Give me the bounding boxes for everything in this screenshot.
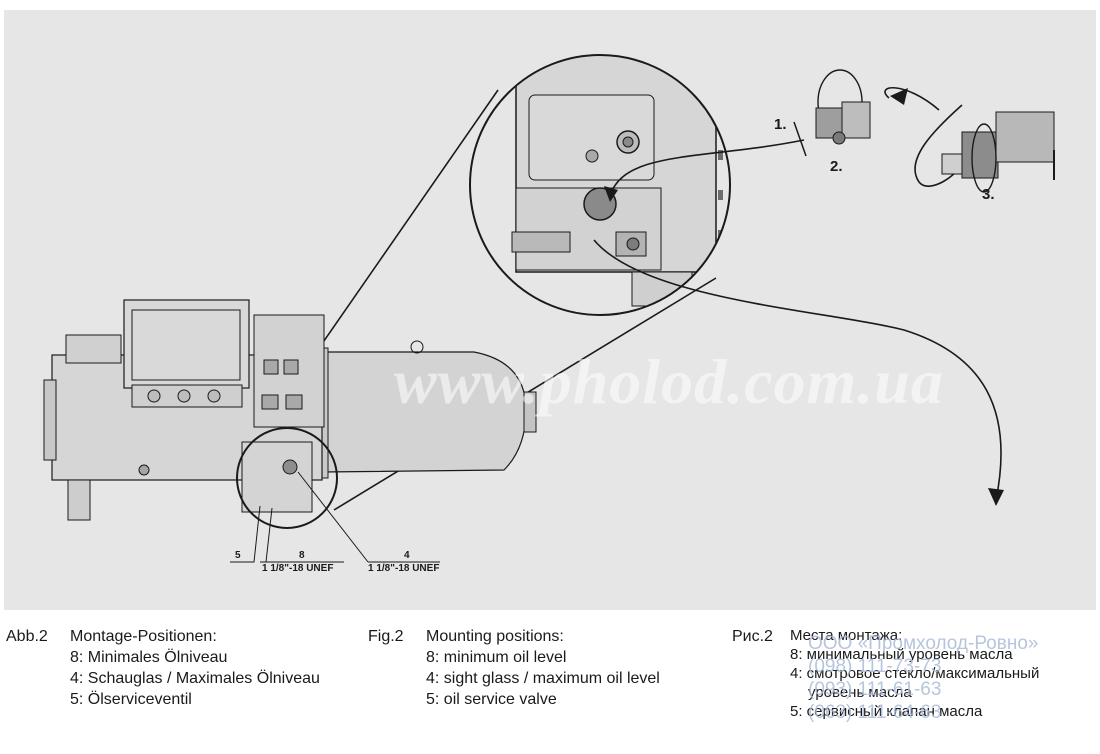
- arrow-head: [988, 488, 1004, 506]
- compressor-mounting-figure: www.pholod.com.ua 1. 2. 3. 5 8 1 1/8"-18…: [4, 10, 1096, 610]
- caption-line: 5: oil service valve: [426, 691, 557, 708]
- watermark-line: ООО «Промхолод-Ровно»: [808, 633, 1039, 654]
- caption-line: 5: Ölserviceventil: [70, 691, 192, 708]
- caption-line: 8: минимальный уровень масла: [790, 646, 1013, 663]
- caption-line: Mounting positions:: [426, 628, 564, 645]
- compressor-drawing: [43, 54, 1055, 563]
- sensor-part: [941, 111, 1055, 193]
- callout-8: 8: [299, 550, 305, 561]
- detail-marker-circle: [236, 427, 338, 529]
- watermark-line: (098) 111-73-73: [808, 656, 942, 677]
- step-2-label: 2.: [830, 158, 843, 175]
- callout-5: 5: [235, 550, 241, 561]
- caption-line: Montage-Positionen:: [70, 628, 217, 645]
- watermark: www.pholod.com.ua: [394, 346, 944, 417]
- arrow-head: [890, 88, 908, 105]
- caption-line: 8: Minimales Ölniveau: [70, 649, 228, 666]
- caption-line: 5: сервисный клапан масла: [790, 703, 983, 720]
- callout-4-thread: 1 1/8"-18 UNEF: [368, 563, 440, 574]
- caption-line: 4: sight glass / maximum oil level: [426, 670, 660, 687]
- caption-label: Fig.2: [368, 628, 404, 645]
- watermark-line: (093) 111-61-63: [808, 679, 942, 700]
- caption-line: 4: Schauglas / Maximales Ölniveau: [70, 670, 320, 687]
- callout-4: 4: [404, 550, 410, 561]
- caption-body: Montage-Positionen: 8: Minimales Ölnivea…: [70, 626, 320, 710]
- watermark-contacts: ООО «Промхолод-Ровно» (098) 111-73-73 (0…: [808, 632, 1038, 724]
- caption-label: Abb.2: [6, 628, 48, 645]
- step-1-label: 1.: [774, 116, 787, 133]
- caption-body: Mounting positions: 8: minimum oil level…: [426, 626, 660, 710]
- caption-body: Места монтажа: 8: минимальный уровень ма…: [790, 626, 1039, 721]
- arrow-head: [604, 186, 618, 202]
- caption-line: Места монтажа:: [790, 627, 903, 644]
- callout-leaders: [230, 471, 440, 563]
- zoom-detail: [470, 55, 730, 315]
- caption-line: 8: minimum oil level: [426, 649, 567, 666]
- mounting-arrows: [593, 87, 1002, 501]
- watermark-line: (063) 111-64-63: [808, 702, 942, 723]
- zoom-circle-outline: [469, 54, 731, 316]
- step-3-label: 3.: [982, 186, 995, 203]
- compressor-body: [43, 299, 325, 521]
- sight-glass-part: [793, 69, 871, 157]
- callout-8-thread: 1 1/8"-18 UNEF: [262, 563, 334, 574]
- caption-line: 4: смотровое стекло/максимальный: [790, 665, 1040, 682]
- caption-label: Рис.2: [732, 628, 773, 645]
- caption-line: уровень масла: [808, 684, 912, 701]
